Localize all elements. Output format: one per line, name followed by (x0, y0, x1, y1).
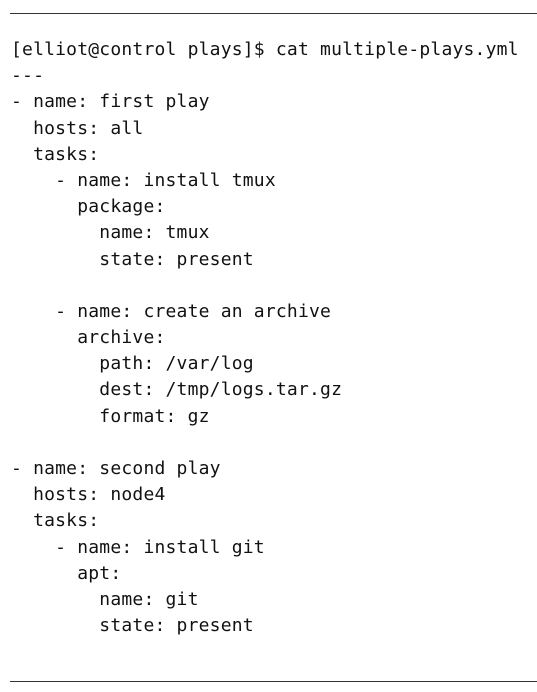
yaml-line: package: (11, 196, 166, 218)
yaml-line: name: tmux (11, 222, 210, 244)
yaml-blank-line (11, 430, 535, 456)
top-rule (10, 13, 537, 14)
yaml-line: apt: (11, 562, 122, 584)
yaml-line: state: present (11, 248, 254, 270)
yaml-line: name: git (11, 588, 199, 610)
bottom-rule (10, 681, 537, 682)
yaml-line: - name: first play (11, 91, 210, 113)
yaml-line: - name: create an archive (11, 300, 332, 322)
yaml-line: tasks: (11, 510, 100, 532)
yaml-line: - name: install git (11, 536, 265, 558)
yaml-line: - name: second play (11, 458, 221, 479)
yaml-line: archive: (11, 327, 166, 349)
yaml-line: - name: install tmux (11, 169, 276, 191)
yaml-line: --- (11, 65, 45, 87)
yaml-line: dest: /tmp/logs.tar.gz (11, 379, 343, 401)
yaml-line: tasks: (11, 143, 100, 165)
yaml-line: hosts: node4 (11, 484, 166, 506)
yaml-line: hosts: all (11, 117, 144, 139)
yaml-line: state: present (11, 615, 254, 637)
yaml-line: format: gz (11, 405, 210, 427)
code-listing: [elliot@control plays]$ cat multiple-pla… (11, 37, 535, 639)
yaml-line: path: /var/log (11, 353, 254, 375)
yaml-blank-line (11, 273, 535, 299)
shell-command-line: [elliot@control plays]$ cat multiple-pla… (11, 39, 519, 60)
